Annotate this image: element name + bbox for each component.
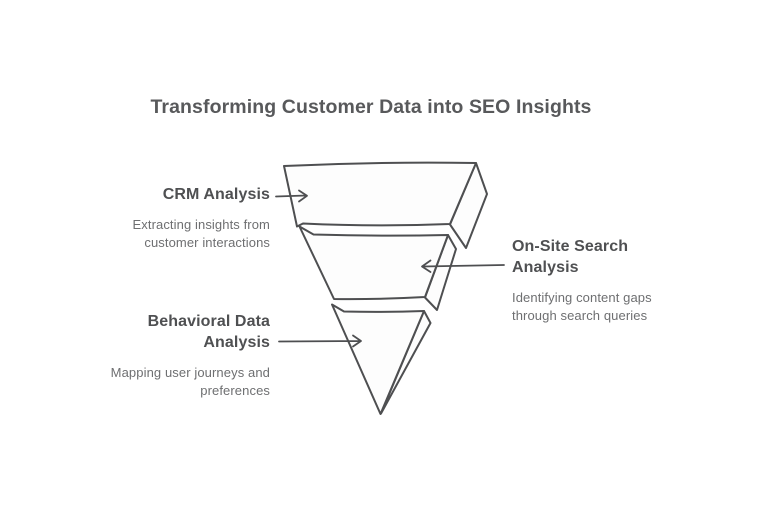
onsite-description-line-2: through search queries (512, 308, 648, 323)
behavioral-description-line-1: Mapping user journeys and (110, 365, 270, 380)
funnel-level-1-front (283, 161, 477, 228)
behavioral-data-heading: Behavioral Data Analysis (70, 311, 270, 353)
diagram-title: Transforming Customer Data into SEO Insi… (150, 96, 592, 118)
onsite-description-line-1: Identifying content gaps (512, 290, 652, 305)
onsite-heading-line-2: Analysis (512, 259, 579, 276)
crm-analysis-heading: CRM Analysis (70, 184, 270, 205)
onsite-heading-line-1: On-Site Search (512, 238, 629, 255)
crm-analysis-description: Extracting insights from customer intera… (70, 216, 270, 252)
behavioral-heading-line-2: Analysis (203, 334, 270, 351)
label-onsite-search-analysis: On-Site Search Analysis Identifying cont… (512, 236, 672, 325)
behavioral-connector-arrow-icon (278, 334, 362, 348)
label-behavioral-data-analysis: Behavioral Data Analysis Mapping user jo… (70, 311, 270, 400)
crm-description-line-1: Extracting insights from (132, 217, 270, 232)
behavioral-data-description: Mapping user journeys and preferences (70, 364, 270, 400)
funnel-level-2-front (298, 225, 449, 301)
funnel-level-3-front (331, 303, 425, 415)
onsite-search-description: Identifying content gaps through search … (512, 289, 672, 325)
behavioral-heading-line-1: Behavioral Data (147, 313, 270, 330)
crm-description-line-2: customer interactions (144, 235, 270, 250)
behavioral-description-line-2: preferences (200, 383, 270, 398)
onsite-search-heading: On-Site Search Analysis (512, 236, 672, 278)
onsite-connector-arrow-icon (421, 259, 505, 273)
crm-connector-arrow-icon (275, 189, 308, 203)
crm-heading-line-1: CRM Analysis (162, 186, 270, 203)
label-crm-analysis: CRM Analysis Extracting insights from cu… (70, 184, 270, 252)
